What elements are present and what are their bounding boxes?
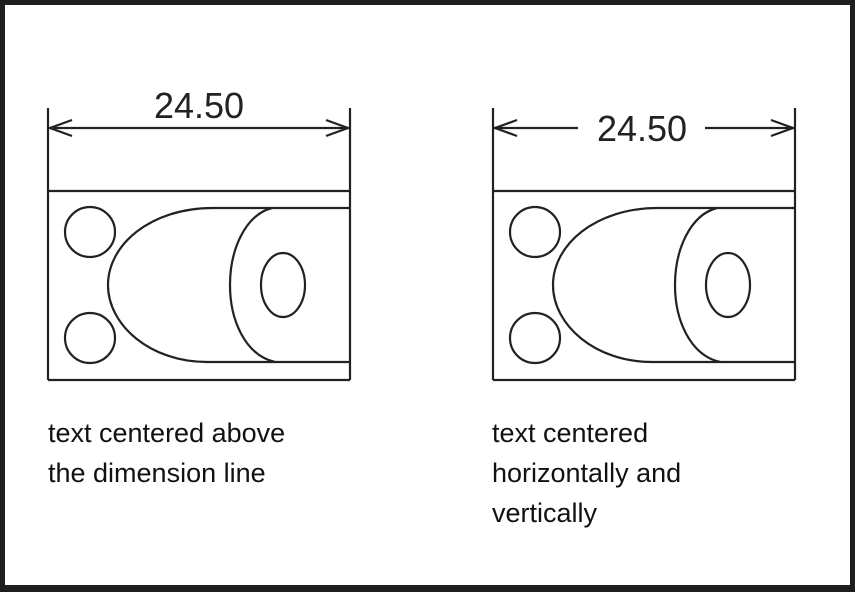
dimension-text: 24.50 — [597, 108, 687, 149]
diagram-frame — [5, 5, 850, 585]
caption-line: the dimension line — [48, 458, 266, 488]
drawing-right: 24.50 — [491, 106, 797, 382]
dimension-line — [491, 118, 797, 138]
caption-right: text centered horizontally and verticall… — [492, 413, 681, 533]
dimension-text: 24.50 — [154, 85, 244, 126]
dimension-line — [46, 118, 352, 138]
caption-line: text centered — [492, 418, 649, 448]
caption-line: text centered above — [48, 418, 286, 448]
drawing-left: 24.50 — [46, 85, 352, 382]
caption-left: text centered above the dimension line — [48, 413, 285, 493]
caption-line: horizontally and — [492, 458, 682, 488]
caption-line: vertically — [492, 498, 598, 528]
